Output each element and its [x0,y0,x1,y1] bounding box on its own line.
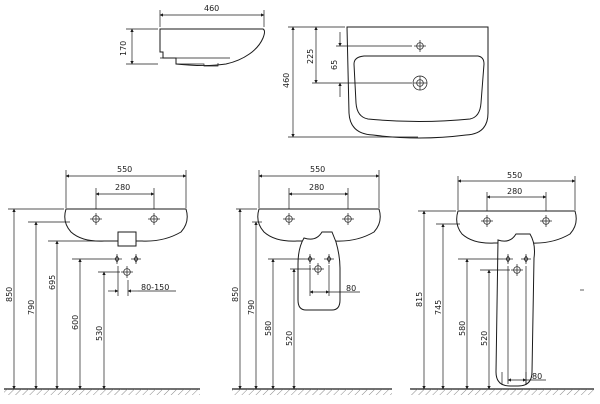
v1-dim-280: 280 [115,183,130,192]
v1-supply-right-icon [130,253,142,265]
v1-dim-530: 530 [95,326,104,341]
v1-dim-850: 850 [5,287,14,302]
tap-hole-icon [413,39,427,53]
front-view-wall-hung: 550 280 850 790 695 600 530 80-150 [4,165,200,395]
dim-65: 65 [330,60,339,70]
v1-dim-600: 600 [71,315,80,330]
v3-dim-550: 550 [507,171,522,180]
v2-dim-280: 280 [309,183,324,192]
v2-dim-80: 80 [346,284,356,293]
v3-dim-745: 745 [434,300,443,315]
v1-dim-80-150: 80-150 [141,283,169,292]
v2-dim-520: 520 [285,331,294,346]
front-view-semi-pedestal: 550 280 850 790 580 520 80 [231,165,392,395]
plan-view: 460 225 65 [282,26,489,139]
v2-dim-790: 790 [247,300,256,315]
front-view-full-pedestal: 550 280 815 745 580 520 80 [410,171,594,395]
v2-dim-850: 850 [231,287,240,302]
v3-dim-80: 80 [532,372,542,381]
v1-waste-icon [120,265,134,279]
v3-dim-815: 815 [415,292,424,307]
v3-dim-280: 280 [507,187,522,196]
v2-dim-580: 580 [264,321,273,336]
v1-supply-left-icon [111,253,123,265]
dim-460-width: 460 [204,4,219,13]
dim-460-depth: 460 [282,73,291,88]
dim-170-height: 170 [119,41,128,56]
dim-225: 225 [306,49,315,64]
v3-dim-580: 580 [458,321,467,336]
v3-dim-520: 520 [480,331,489,346]
side-view: 460 170 [119,4,265,67]
v1-dim-695: 695 [48,275,57,290]
v1-dim-790: 790 [27,300,36,315]
v1-dim-550: 550 [117,165,132,174]
v2-dim-550: 550 [310,165,325,174]
